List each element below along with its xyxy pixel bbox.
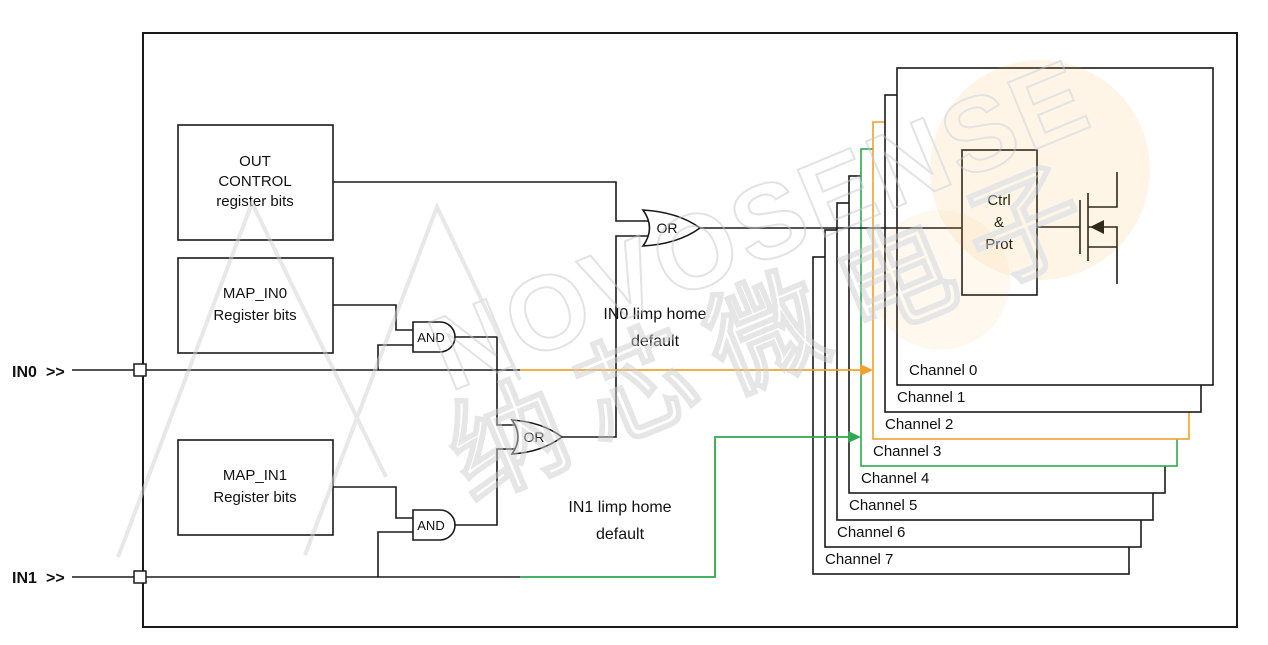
mosfet-drain <box>1088 172 1118 208</box>
channel-1-label: Channel 1 <box>897 389 965 406</box>
channel-4-label: Channel 4 <box>861 470 929 487</box>
in0-label: IN0 <box>12 364 37 381</box>
in1-port-square <box>133 570 147 584</box>
in1-chevron-icon: >> <box>46 570 65 587</box>
out-control-to-or-wire <box>333 181 648 222</box>
in0-port-square <box>133 363 147 377</box>
in0-limp-home-text-line1: IN0 limp home <box>603 306 706 323</box>
in1-label: IN1 <box>12 570 37 587</box>
out-control-line3: register bits <box>216 193 294 210</box>
or-mid-out-wire <box>562 235 648 438</box>
and-gate-bottom-label: AND <box>417 518 444 533</box>
map-in1-box <box>177 439 334 536</box>
in1-limp-home-arrowhead <box>848 431 861 443</box>
limp-home-annotations: IN0 limp home default IN1 limp home defa… <box>568 306 706 543</box>
in1-limp-home-text-line1: IN1 limp home <box>568 499 671 516</box>
watermark-orange-tint-2 <box>870 210 1010 350</box>
in1-limp-home-text-line2: default <box>596 526 645 543</box>
watermark-logo-chevron-1 <box>116 197 388 558</box>
diagram-outer-border <box>142 32 1238 628</box>
channel-0-label: Channel 0 <box>909 362 977 379</box>
map-in0-to-and-wire <box>333 304 413 331</box>
out-control-box <box>177 124 334 241</box>
or-gate-mid <box>510 419 564 455</box>
out-control-line2: CONTROL <box>218 173 291 190</box>
channel-6-label: Channel 6 <box>837 524 905 541</box>
and-bottom-out-wire <box>455 448 516 526</box>
map-in0-line2: Register bits <box>213 307 296 324</box>
out-control-line1: OUT <box>239 153 271 170</box>
input-ports: IN0 >> IN1 >> <box>12 363 147 587</box>
and-gate-top-label: AND <box>417 330 444 345</box>
or-gate-top <box>641 209 702 247</box>
watermark-orange-tint <box>930 60 1150 280</box>
channel-labels: Channel 0 Channel 1 Channel 2 Channel 3 … <box>825 362 977 568</box>
in1-to-and-branch <box>377 531 413 577</box>
channel-3-label: Channel 3 <box>873 443 941 460</box>
ctrl-prot-line2: & <box>994 214 1004 231</box>
in0-limp-home-text-line2: default <box>631 333 680 350</box>
channel-5-label: Channel 5 <box>849 497 917 514</box>
and-gate-top <box>412 321 456 353</box>
logic-gates: AND AND OR OR <box>412 209 702 541</box>
watermark-logo-chevron-2 <box>303 201 522 556</box>
map-in0-line1: MAP_IN0 <box>223 285 287 302</box>
mosfet-symbol <box>1037 172 1118 284</box>
channel-7-label: Channel 7 <box>825 551 893 568</box>
map-in1-to-and-wire <box>333 486 413 519</box>
ctrl-prot-line1: Ctrl <box>987 192 1010 209</box>
mosfet-body-arrow <box>1090 220 1104 234</box>
and-gate-bottom <box>412 509 456 541</box>
in0-chevron-icon: >> <box>46 364 65 381</box>
channel-2-label: Channel 2 <box>885 416 953 433</box>
ctrl-prot-line3: Prot <box>985 236 1013 253</box>
and-top-out-wire <box>455 336 516 426</box>
map-in1-line2: Register bits <box>213 489 296 506</box>
or-gate-top-label: OR <box>657 220 678 236</box>
ctrl-prot-box <box>961 149 1038 296</box>
map-in0-box <box>177 257 334 354</box>
map-in1-line1: MAP_IN1 <box>223 467 287 484</box>
or-gate-mid-label: OR <box>524 429 545 445</box>
in1-limp-home-wire <box>520 436 849 578</box>
in0-limp-home-arrowhead <box>860 364 873 376</box>
